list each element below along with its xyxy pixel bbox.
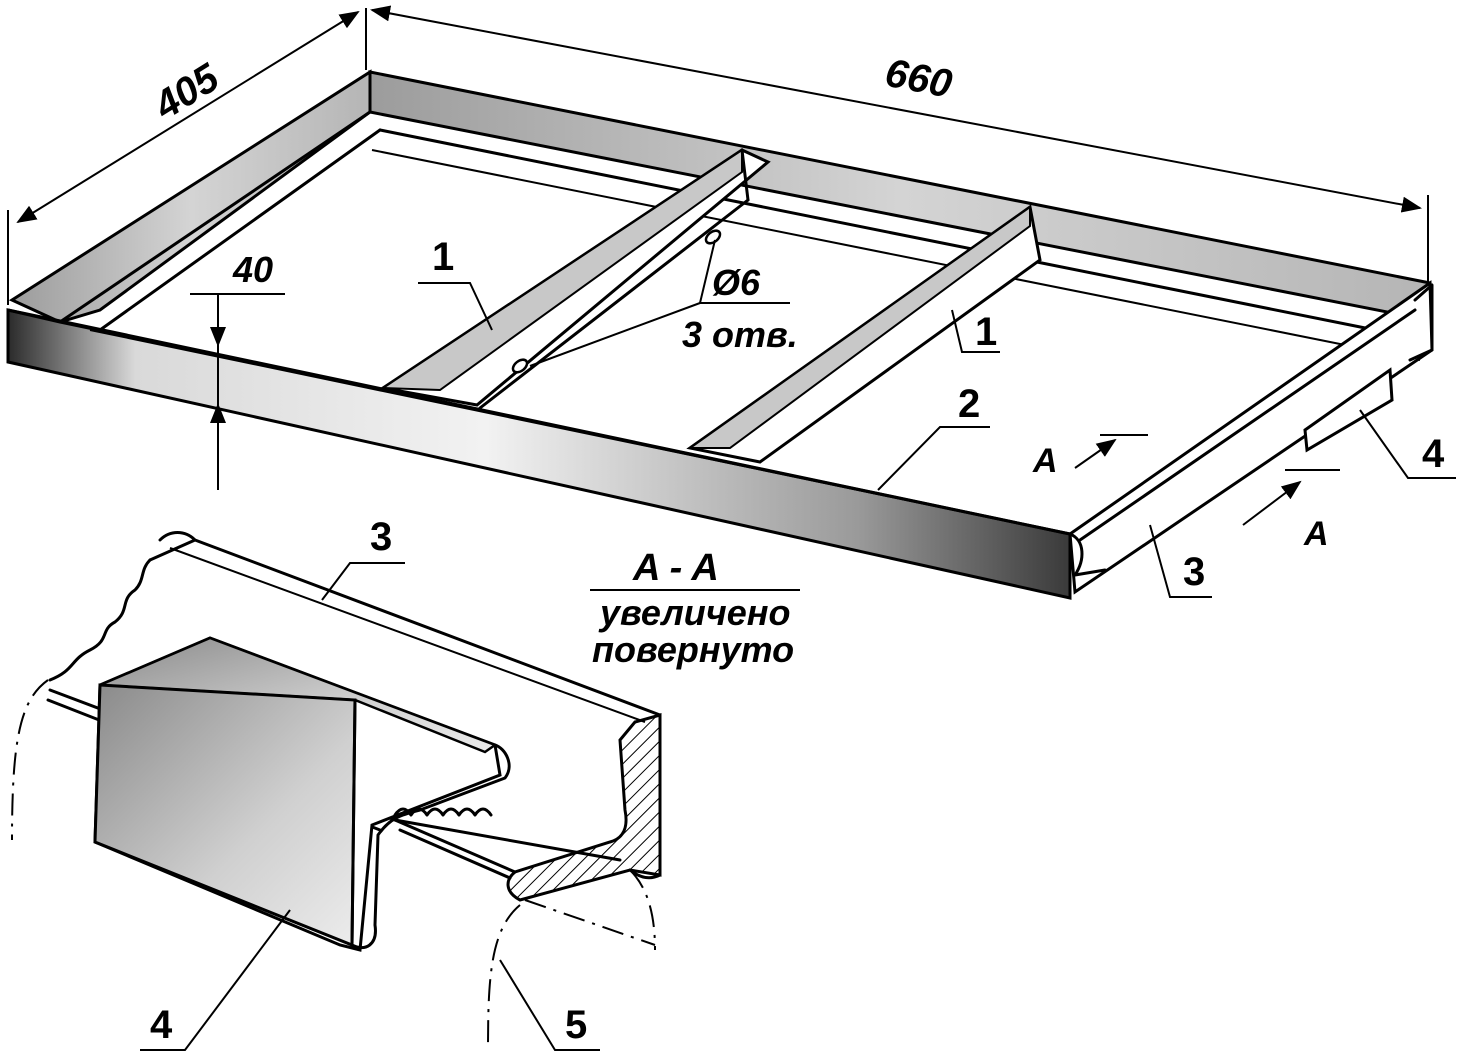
callout-part1-left: 1 [432,235,454,279]
section-title: A - A [632,547,719,589]
hole-diameter-label: Ø6 [712,262,761,303]
section-note-line1: увеличено [598,592,790,633]
callout-part2: 2 [958,382,980,426]
dim-height-label: 40 [232,249,273,290]
mounting-hole [704,229,722,245]
callout-part3-main: 3 [1183,550,1205,594]
callout-part4-detail: 4 [150,1003,173,1047]
mounting-hole [511,358,529,374]
hole-count-label: 3 отв. [682,314,798,355]
right-side-panel [1068,280,1434,595]
section-detail [11,531,662,1051]
dim-length-label: 660 [882,51,956,107]
section-note-line2: повернуто [592,629,794,670]
callout-part4-main: 4 [1422,432,1445,476]
clip-small [1303,367,1394,453]
part-leaders [418,282,1456,598]
dim-width-label: 405 [146,55,227,129]
section-cut-profile [506,713,662,902]
callout-part5: 5 [565,1003,587,1047]
detail-leaders [140,562,600,1051]
section-cut-markers [1074,434,1340,526]
callout-part1-right: 1 [975,310,997,354]
dimension-lines [7,5,1429,490]
section-marker-lower: A [1303,515,1329,553]
callout-part3-detail: 3 [370,515,392,559]
section-marker-upper: A [1032,442,1058,480]
hole-callout [529,239,790,367]
